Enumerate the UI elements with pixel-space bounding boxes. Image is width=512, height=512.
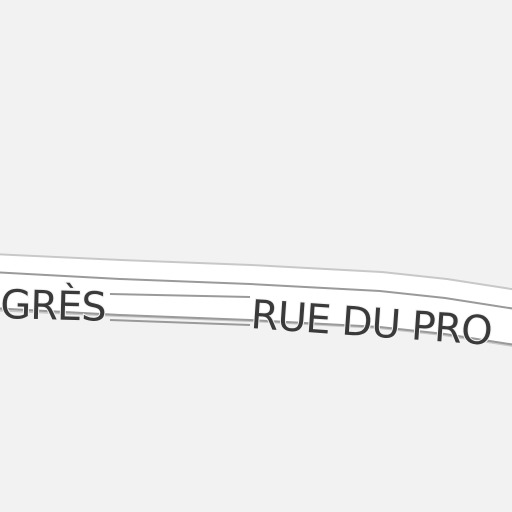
- road-center-line-mid: [109, 293, 251, 298]
- road-center-line-top: [0, 271, 512, 310]
- street-label-left: GRÈS: [0, 280, 106, 331]
- road-center-line-bottom: [0, 307, 512, 346]
- road-fill: [0, 255, 512, 345]
- road-center-line-lower: [109, 319, 251, 326]
